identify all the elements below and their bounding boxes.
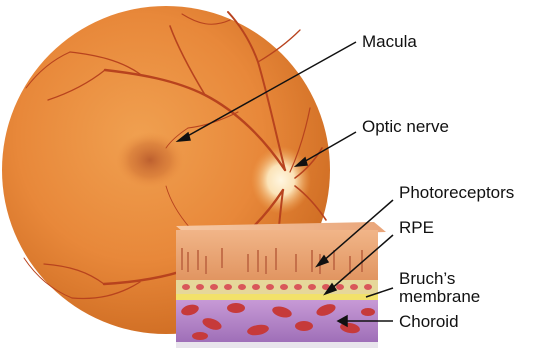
block-base [176, 342, 378, 348]
label-choroid: Choroid [399, 312, 459, 331]
label-bruchs-line1: Bruch’s [399, 269, 455, 288]
retina-cross-section [176, 222, 386, 348]
label-rpe: RPE [399, 218, 434, 237]
label-optic-nerve: Optic nerve [362, 117, 449, 136]
macula-spot [116, 132, 184, 188]
label-macula: Macula [362, 32, 417, 51]
label-photoreceptors: Photoreceptors [399, 183, 514, 202]
rpe-layer [176, 280, 378, 294]
label-bruchs-line2: membrane [399, 287, 480, 306]
bruchs-layer [176, 294, 378, 300]
